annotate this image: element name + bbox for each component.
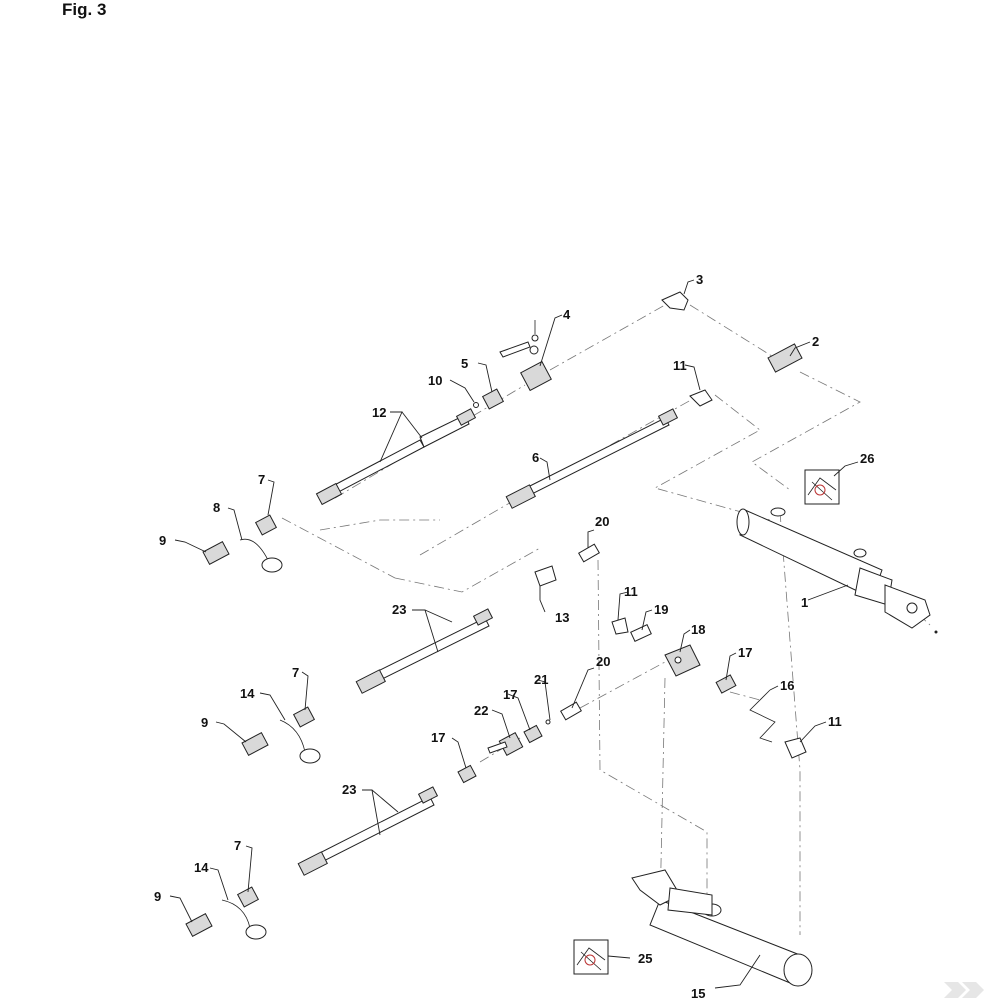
figure-title: Fig. 3 [62, 0, 107, 19]
callout-labels: 1 2 3 4 5 6 7 7 7 8 9 9 9 10 11 11 11 12… [154, 272, 874, 1000]
callout-7-top: 7 [258, 472, 265, 487]
part-dust-cap-14-mid [279, 719, 321, 764]
callout-23-lower: 23 [342, 782, 356, 797]
part-coupler-7-low [236, 886, 260, 908]
part-adapter-17-low [457, 764, 477, 784]
part-washer-21 [545, 719, 551, 725]
callout-11-top: 11 [673, 358, 687, 373]
part-dust-cap-8 [239, 538, 283, 573]
callout-15: 15 [691, 986, 705, 1000]
part-elbow-11-top [689, 389, 713, 407]
part-adapter-17-right [715, 674, 737, 694]
callout-11-mid: 11 [624, 584, 638, 599]
callout-1: 1 [801, 595, 808, 610]
callout-20-top: 20 [595, 514, 609, 529]
callout-14-mid: 14 [240, 686, 255, 701]
callout-21: 21 [534, 672, 548, 687]
part-hose-6 [505, 408, 679, 509]
part-coupler-7-mid [292, 706, 316, 728]
part-elbow-3 [661, 291, 689, 311]
part-dust-cap-14-low [221, 899, 267, 940]
callout-7-mid: 7 [292, 665, 299, 680]
callout-11-low: 11 [828, 714, 842, 729]
callout-17-low: 17 [431, 730, 445, 745]
part-block-18 [664, 644, 701, 677]
callout-9-low: 9 [154, 889, 161, 904]
callout-19: 19 [654, 602, 668, 617]
callout-4: 4 [563, 307, 571, 322]
part-fitting-2 [767, 343, 803, 373]
part-valve-22 [487, 732, 524, 756]
callout-3: 3 [696, 272, 703, 287]
part-adapter-20-mid [560, 701, 582, 721]
callout-20-mid: 20 [596, 654, 610, 669]
part-coupler-9-mid [241, 731, 269, 757]
double-chevron-logo-icon [944, 982, 984, 998]
part-valve-4 [499, 320, 552, 392]
routing-lines [281, 304, 931, 935]
part-coupler-7-top [254, 514, 278, 536]
part-cylinder-15 [631, 869, 813, 987]
callout-16: 16 [780, 678, 794, 693]
part-elbow-11-mid [611, 617, 629, 635]
part-coupler-9-low [185, 912, 213, 938]
callout-2: 2 [812, 334, 819, 349]
part-adapter-20-top [578, 543, 600, 563]
callout-25: 25 [638, 951, 652, 966]
callout-13: 13 [555, 610, 569, 625]
callout-8: 8 [213, 500, 220, 515]
part-coupler-9-top [202, 540, 230, 566]
part-hose-23-lower [297, 786, 439, 876]
callout-23-upper: 23 [392, 602, 406, 617]
part-cylinder-1 [736, 507, 938, 634]
callout-14-low: 14 [194, 860, 209, 875]
part-hose-12 [315, 408, 477, 506]
callout-9-mid: 9 [201, 715, 208, 730]
part-elbow-11-low [784, 737, 807, 759]
part-tee-13 [534, 565, 557, 587]
leader-lines [169, 279, 859, 989]
callout-5: 5 [461, 356, 468, 371]
part-adapter-19 [630, 624, 652, 642]
reference-thumbnail-25 [573, 939, 609, 975]
callout-17-mid: 17 [503, 687, 517, 702]
callout-10: 10 [428, 373, 442, 388]
callout-12: 12 [372, 405, 386, 420]
callout-9-top: 9 [159, 533, 166, 548]
callout-18: 18 [691, 622, 705, 637]
part-washer-10 [473, 402, 479, 408]
reference-thumbnail-26 [804, 469, 840, 505]
callout-6: 6 [532, 450, 539, 465]
part-adapter-17-mid [523, 724, 543, 744]
callout-22: 22 [474, 703, 488, 718]
callout-17-right: 17 [738, 645, 752, 660]
part-hose-23-upper [355, 608, 494, 694]
callout-7-low: 7 [234, 838, 241, 853]
part-adapter-5 [481, 388, 505, 410]
part-pipe-16 [749, 689, 776, 743]
callout-26: 26 [860, 451, 874, 466]
